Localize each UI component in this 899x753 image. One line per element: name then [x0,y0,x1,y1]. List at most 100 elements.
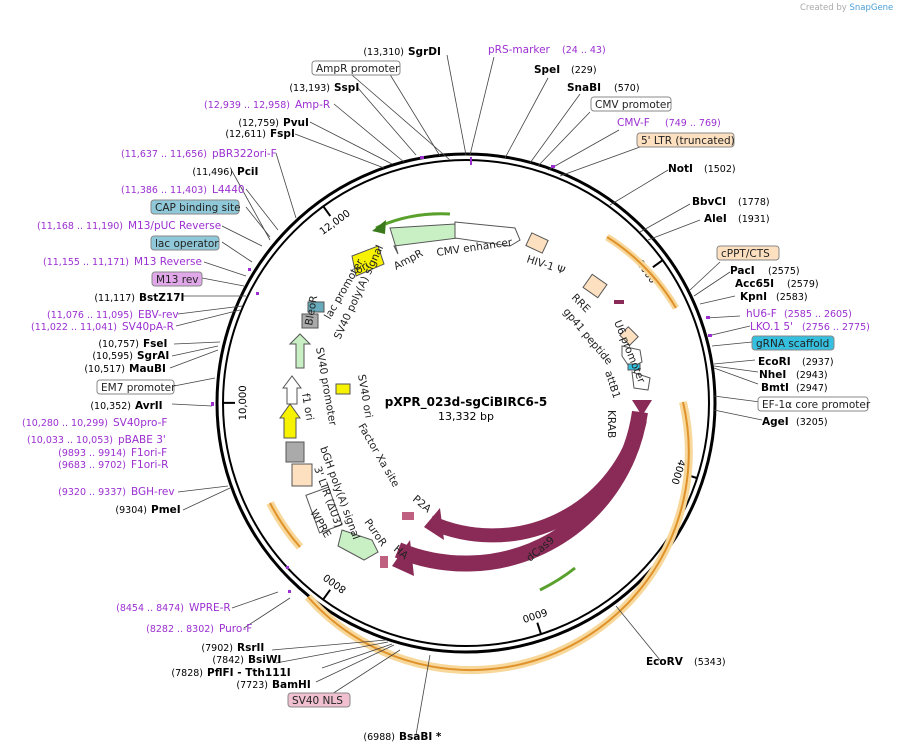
label-ori: ori [354,259,372,276]
site-coord-bstz17i: (11,117) [94,293,135,304]
primer-bgh-rev[interactable]: BGH-rev [131,486,175,498]
box-ltr5[interactable] [636,132,735,148]
primer-sv40pa-r[interactable]: SV40pA-R [122,321,174,333]
primer-f1ori-r[interactable]: F1ori-R [131,459,168,471]
label-hiv: HIV-1 Ψ [525,253,566,277]
box-cmv-promoter-label: CMV promoter [595,99,671,111]
site-coord-ecorv: (5343) [694,657,726,668]
site-alei[interactable]: AleI [704,213,727,225]
bgh-block [285,441,305,463]
primer-amp-r[interactable]: Amp-R [295,99,330,111]
primer-ebv-rev[interactable]: EBV-rev [138,309,179,321]
site-coord-acc65i: (2579) [787,279,819,290]
label-krab: KRAB [605,410,617,438]
site-fspi[interactable]: FspI [270,128,295,140]
site-pflfi[interactable]: PflFI - Tth111I [207,667,291,679]
box-ef1a-label: EF-1α core promoter [762,399,871,411]
cas9-head [424,508,444,540]
site-noti[interactable]: NotI [668,163,693,175]
site-coord-snabi: (570) [614,83,640,94]
primer-m13puc[interactable]: M13/pUC Reverse [128,220,221,232]
box-cap[interactable] [150,199,240,215]
dcas9-head [392,540,414,576]
site-coord-pvui: (12,759) [238,118,279,129]
site-sgrdi[interactable]: SgrDI [408,46,441,58]
box-lac-op[interactable] [150,235,220,251]
tick-label: 8000 [322,571,349,595]
attb1-block [631,371,651,391]
cmv-enhancer-block [454,221,521,247]
box-cap-label: CAP binding site [155,202,241,214]
box-ampr-promoter[interactable] [311,60,401,76]
grna-block [627,363,641,371]
box-ef1a[interactable] [757,396,869,412]
site-fsei[interactable]: FseI [143,338,167,350]
box-sv40nls[interactable] [287,692,351,708]
primer-cmv-f[interactable]: CMV-F [617,117,650,129]
site-coord-rsrii: (7902) [201,643,233,654]
box-cmv-promoter[interactable] [590,96,672,112]
primer-lko1[interactable]: LKO.1 5' [750,321,793,333]
bleor-grey [301,313,319,329]
primer-wpre-r[interactable]: WPRE-R [189,602,231,614]
site-acc65i[interactable]: Acc65I [735,278,774,290]
site-avrii[interactable]: AvrII [135,400,163,412]
primer-hu6-f[interactable]: hU6-F [746,308,777,320]
primer-coord-pbr322ori-f: (11,637 .. 11,656) [121,149,207,160]
site-bamhi[interactable]: BamHI [272,679,311,691]
ef1a-arc-line [307,401,690,672]
label-cas9: Cas9 [516,498,544,524]
site-spei[interactable]: SpeI [534,64,560,76]
plasmid-size: 13,332 bp [438,410,494,423]
site-coord-sspi: (13,193) [289,83,330,94]
primer-f1ori-f[interactable]: F1ori-F [131,447,167,459]
primer-coord-puro-f: (8282 .. 8302) [146,624,214,635]
site-coord-paci: (2575) [768,266,800,277]
site-kpni[interactable]: KpnI [740,291,767,303]
box-em7-label: EM7 promoter [101,382,176,394]
site-nhei[interactable]: NheI [759,369,786,381]
primer-puro-f[interactable]: Puro-F [219,623,252,635]
site-paci[interactable]: PacI [730,265,755,277]
site-ecori[interactable]: EcoRI [758,356,791,368]
label-factorxa: Factor Xa site [355,422,401,490]
box-cppt[interactable] [716,245,780,261]
primer-prs-marker[interactable]: pRS-marker [488,44,551,56]
box-lac-op-label: lac operator [155,238,219,250]
ampr-block [389,223,459,255]
primer-m13-reverse[interactable]: M13 Reverse [134,256,202,268]
primer-l4440[interactable]: L4440 [212,184,245,196]
box-grna[interactable] [751,335,835,351]
box-m13rev[interactable] [151,271,203,287]
primer-sv40pro-f[interactable]: SV40pro-F [113,417,167,429]
primer-coord-l4440: (11,386 .. 11,403) [121,185,207,196]
site-coord-avrii: (10,352) [90,401,131,412]
tick-label: 6000 [521,605,549,623]
site-sspi[interactable]: SspI [334,82,359,94]
site-bbvci[interactable]: BbvCI [692,196,726,208]
p2a-mark [402,512,414,520]
site-sgrai[interactable]: SgrAI [137,350,169,362]
site-ecorv[interactable]: EcoRV [646,656,684,668]
site-rsrii[interactable]: RsrII [237,642,264,654]
label-sv40ori: SV40 ori [355,373,374,419]
site-pcii[interactable]: PciI [237,166,258,178]
label-bleor: BleoR [303,295,320,327]
site-coord-noti: (1502) [704,164,736,175]
primer-pbr322ori-f[interactable]: pBR322ori-F [212,148,277,160]
site-snabi[interactable]: SnaBI [567,82,601,94]
site-bmti[interactable]: BmtI [761,382,789,394]
site-agei[interactable]: AgeI [762,416,789,428]
brand-label: Created by SnapGene [800,3,893,13]
primer-pbabe3[interactable]: pBABE 3' [118,434,166,446]
box-em7[interactable] [96,379,175,395]
site-bsiwi[interactable]: BsiWI [248,654,281,666]
site-pvui[interactable]: PvuI [283,117,309,129]
site-maubi[interactable]: MauBI [129,363,166,375]
site-coord-fspi: (12,611) [225,129,266,140]
site-coord-bsabi: (6988) [363,732,395,743]
site-pmei[interactable]: PmeI [151,504,181,516]
site-bsabi[interactable]: BsaBI * [399,731,442,743]
site-bstz17i[interactable]: BstZ17I [139,292,184,304]
